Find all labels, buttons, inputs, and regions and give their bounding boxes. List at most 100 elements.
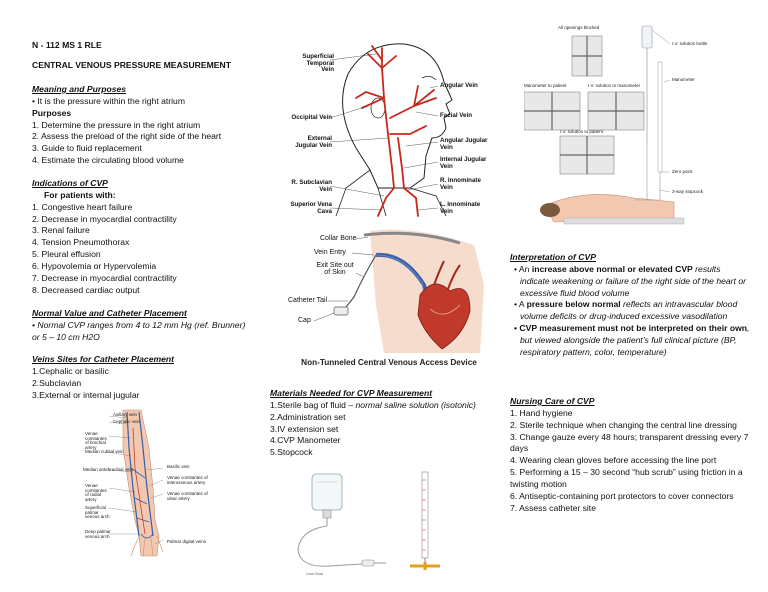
veins-list: 1.Cephalic or basilic 2.Subclavian 3.Ext… [32,366,254,402]
list-item: 6. Hypovolemia or Hypervolemia [32,261,157,272]
normal-section: Normal Value and Catheter Placement • No… [32,308,254,344]
arm-veins-figure: Axillary vein Cephalic vein Venae comita… [83,408,226,558]
bullet-text: • A [514,299,527,310]
label-deep-palmar: Deep palmar venous arch [85,529,111,539]
label-superficial-temporal: Superficial Temporal Vein [302,53,334,73]
list-item: 8. Decreased cardiac output [32,284,140,295]
label-r-innominate: R. Innominate Vein [440,177,481,191]
list-item: 4. Estimate the circulating blood volume [32,155,184,166]
bold-text: • CVP measurement must not be interprete… [514,323,748,334]
label-cap: Cap [298,317,311,324]
meaning-section: Meaning and Purposes • It is the pressur… [32,84,254,167]
label-occipital: Occipital Vein [291,114,332,121]
list-item: 7. Assess catheter site [510,502,596,513]
label-median-cubital: Median cubital vein [85,449,124,454]
list-item: 7. Decrease in myocardial contractility [32,272,177,283]
indications-section: Indications of CVP For patients with: 1.… [32,178,254,297]
head-veins-figure: Superficial Temporal Vein Occipital Vein… [286,38,492,220]
label-all-blocked: All openings blocked [558,25,600,30]
label-venae-ulnar: Venae comitantes of ulnar artery [167,491,208,501]
label-manometer-patient: Manometer to patient [524,83,567,88]
label-subclavian: R. Subclavian Vein [291,179,332,193]
list-item: 2. Decrease in myocardial contractility [32,213,177,224]
label-iv-patient: I.V. solution to patient [560,129,603,134]
interpretation-heading: Interpretation of CVP [510,252,596,262]
bullet-text: • An [514,263,532,274]
meaning-definition: • It is the pressure within the right at… [32,95,185,106]
italic-text: , but viewed alongside the patient’s ful… [520,323,750,357]
italic-text: reflects an intravascular blood volume d… [520,299,738,322]
label-collar-bone: Collar Bone [320,235,357,242]
list-item: 1.Cephalic or basilic [32,365,109,376]
indications-heading: Indications of CVP [32,178,108,188]
label-external-jugular: External Jugular Vein [295,135,332,149]
label-l-innominate: L. Innominate Vein [440,201,481,215]
label-exit-site: Exit Site out of Skin [316,262,354,277]
list-item: 5. Performing a 15 – 30 second “hub scru… [510,467,743,490]
bold-text: pressure below normal [526,299,621,310]
normal-text: • Normal CVP ranges from 4 to 12 mm Hg (… [32,319,246,342]
materials-section: Materials Needed for CVP Measurement 1.S… [270,388,500,459]
label-vein-entry: Vein Entry [314,249,346,256]
label-axillary: Axillary vein [113,412,138,417]
veins-section: Veins Sites for Catheter Placement 1.Cep… [32,354,254,401]
label-svc: Superior Vena Cava [290,201,332,215]
list-item: 3. Renal failure [32,225,90,236]
interpretation-section: Interpretation of CVP • An increase abov… [510,252,750,359]
materials-list: 1.Sterile bag of fluid – normal saline s… [270,400,500,459]
page-title: CENTRAL VENOUS PRESSURE MEASUREMENT [32,60,231,70]
label-median-antebrachial: Median antebrachial vein [83,467,134,472]
list-item: 4. Tension Pneumothorax [32,237,130,248]
equipment-watermark: Lima Stock [306,572,324,576]
label-catheter-tail: Catheter Tail [288,297,328,304]
list-item: 2.Administration set [270,411,346,422]
indications-list: 1. Congestive heart failure 2. Decrease … [32,202,254,297]
list-item: 1. Hand hygiene [510,407,573,418]
nursing-heading: Nursing Care of CVP [510,396,595,406]
label-three-way: 3-way stopcock [672,189,704,194]
label-iv-bottle: I.V. solution bottle [672,41,708,46]
access-device-figure: Collar Bone Vein Entry Exit Site out of … [284,225,494,373]
item-note: normal saline solution (isotonic) [355,399,476,410]
nursing-list: 1. Hand hygiene 2. Sterile technique whe… [510,408,750,515]
list-item: 4. Wearing clean gloves before accessing… [510,455,717,466]
italic-text: results indicate weakening or failure of… [520,263,746,298]
label-cephalic: Cephalic vein [113,419,141,424]
list-item: 1. Congestive heart failure [32,201,133,212]
label-venae-radial: Venae comitantes of radial artery [85,483,107,503]
label-superficial-palmar: Superficial palmar venous arch [85,505,110,520]
list-item: 5. Pleural effusion [32,249,101,260]
materials-heading: Materials Needed for CVP Measurement [270,388,433,398]
materials-figure: Lima Stock [290,470,450,580]
list-item: 4.CVP Manometer [270,435,341,446]
purposes-heading: Purposes [32,107,72,118]
nursing-section: Nursing Care of CVP 1. Hand hygiene 2. S… [510,396,750,515]
access-device-illustration [313,229,484,353]
label-angular-jugular: Angular Jugular Vein [440,137,488,151]
head-veins-illustration [329,43,453,217]
label-palmar-digital: Palmar digital veins [167,539,207,544]
course-code: N - 112 MS 1 RLE [32,40,102,50]
indications-sub: For patients with: [44,189,116,200]
normal-heading: Normal Value and Catheter Placement [32,308,187,318]
list-item: 2. Sterile technique when changing the c… [510,419,737,430]
label-facial: Facial Vein [440,112,472,119]
interpretation-point-2: • A pressure below normal reflects an in… [510,299,750,323]
label-manometer: Manometer [672,77,695,82]
list-item: 6. Antiseptic-containing port protectors… [510,490,734,501]
label-zero-point: Zero point [672,169,693,174]
label-internal-jugular: Internal Jugular Vein [440,156,487,170]
label-venae-interosseous: Venae comitantes of interosseous artery [167,475,208,485]
item-text: 1.Sterile bag of fluid – [270,399,356,410]
veins-heading: Veins Sites for Catheter Placement [32,354,175,364]
purposes-list: 1. Determine the pressure in the right a… [32,120,254,167]
label-iv-manometer: I.V. solution to manometer [588,83,641,88]
meaning-heading: Meaning and Purposes [32,84,127,94]
list-item: 1.Sterile bag of fluid – normal saline s… [270,400,500,412]
device-caption: Non-Tunneled Central Venous Access Devic… [301,358,477,367]
bold-text: increase above normal or elevated CVP [531,263,693,274]
interpretation-point-3: • CVP measurement must not be interprete… [510,323,750,359]
interpretation-point-1: • An increase above normal or elevated C… [510,264,750,300]
list-item: 5.Stopcock [270,447,313,458]
list-item: 3. Change gauze every 48 hours; transpar… [510,431,749,454]
